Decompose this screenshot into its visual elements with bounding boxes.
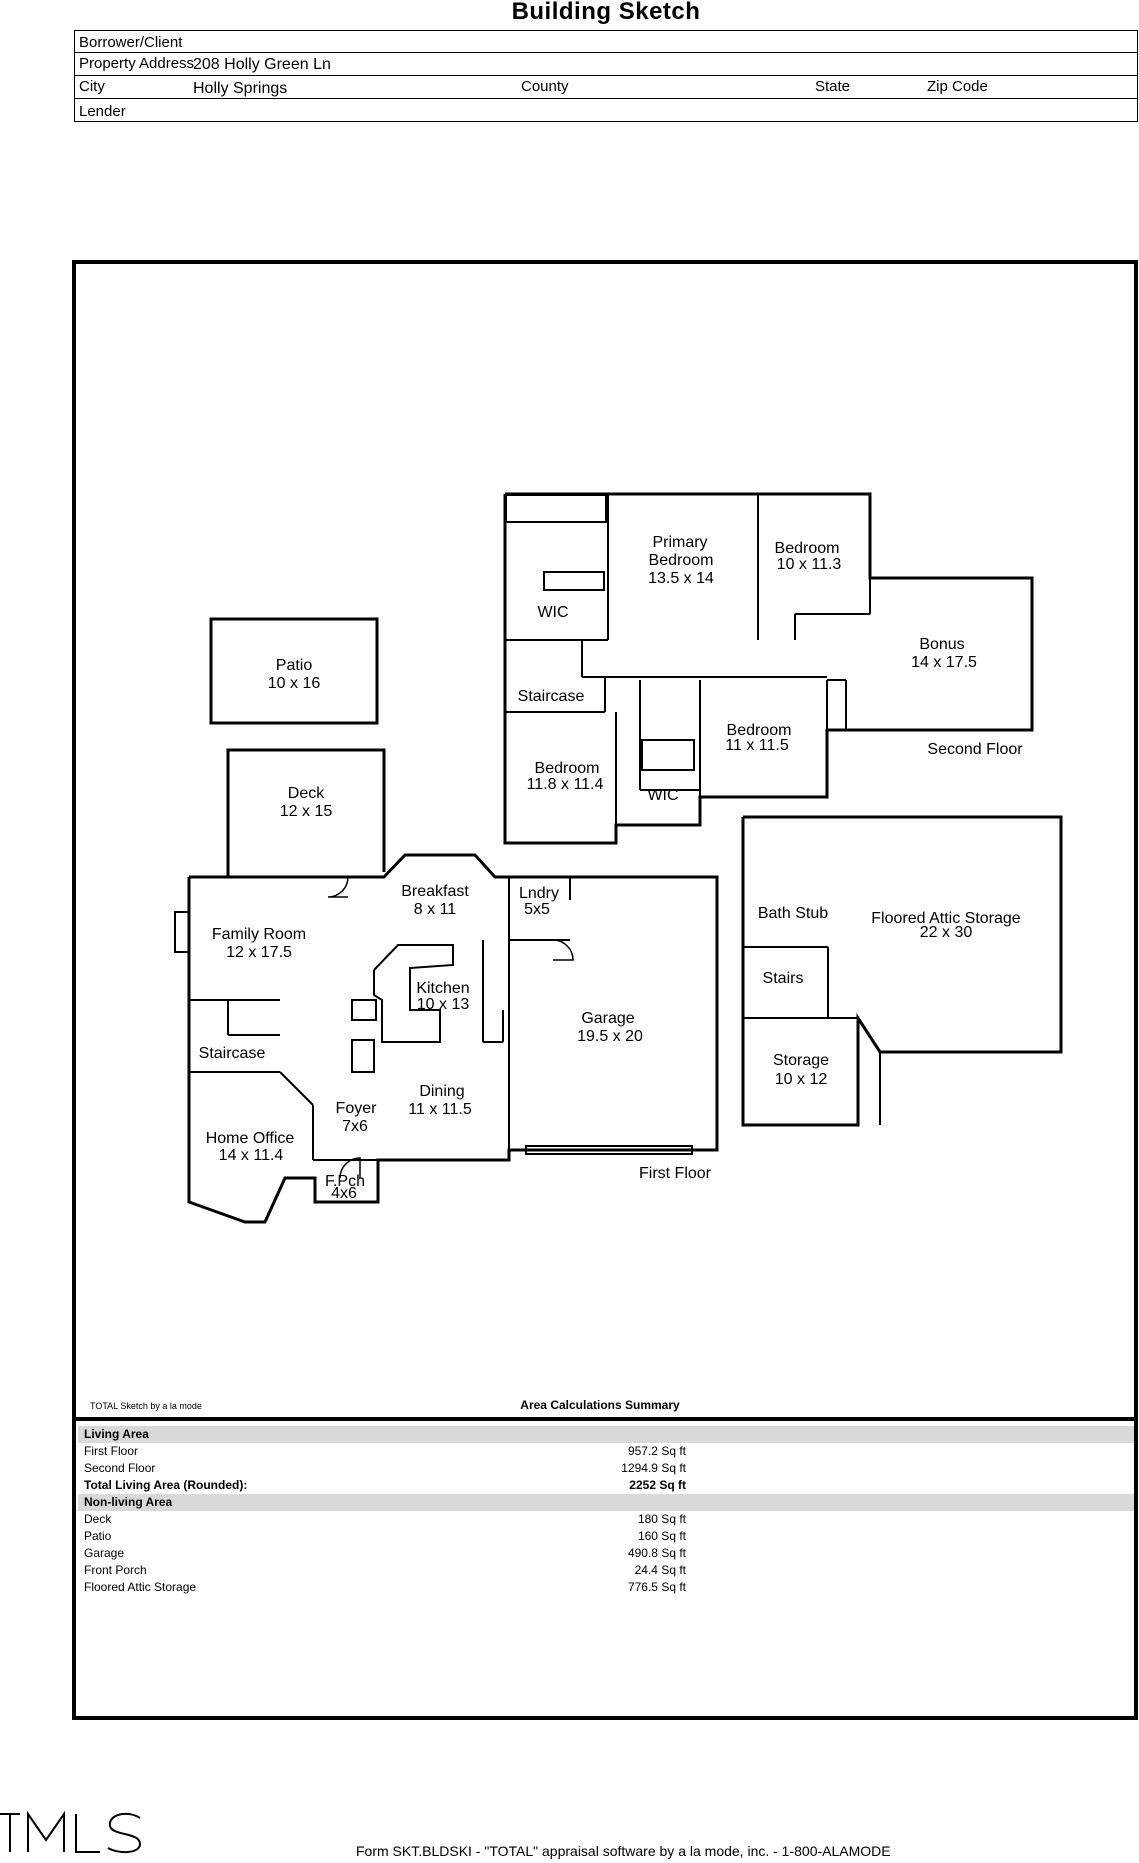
borrower-row: Borrower/Client: [75, 31, 1137, 53]
garage-door: [525, 1145, 693, 1155]
county-label: County: [521, 78, 569, 95]
summary-row: Second Floor 1294.9 Sq ft: [84, 1461, 686, 1475]
laundry-dims: 5x5: [524, 901, 550, 918]
page-title: Building Sketch: [511, 0, 701, 25]
summary-divider: [76, 1417, 1136, 1421]
bath-stub-label: Bath Stub: [758, 905, 828, 922]
home-office-dims: 14 x 11.4: [219, 1147, 284, 1164]
breakfast-dims: 8 x 11: [414, 901, 457, 918]
laundry-label: Lndry: [519, 885, 559, 902]
attic-label: Floored Attic Storage: [871, 910, 1021, 927]
summary-row: Front Porch 24.4 Sq ft: [84, 1563, 686, 1577]
dining-label: Dining: [419, 1083, 464, 1100]
bedroom-2-dims: 10 x 11.3: [777, 556, 842, 573]
sketch-credit: TOTAL Sketch by a la mode: [90, 1401, 202, 1411]
kitchen-counter: [373, 944, 454, 1043]
staircase-second-label: Staircase: [518, 688, 585, 705]
city-value: Holly Springs: [193, 80, 288, 97]
deck-outline: [226, 748, 386, 877]
breakfast-label: Breakfast: [401, 883, 469, 900]
attic-outline: [741, 815, 1063, 1127]
foyer-dims: 7x6: [342, 1118, 368, 1135]
dining-dims: 11 x 11.5: [408, 1101, 472, 1118]
kitchen-label: Kitchen: [416, 980, 469, 997]
stairs-label: Stairs: [763, 970, 804, 987]
city-label: City: [79, 78, 105, 95]
deck-label: Deck: [288, 785, 325, 802]
property-header-table: Borrower/Client Property Address 208 Hol…: [74, 30, 1138, 122]
attic-dims: 22 x 30: [920, 924, 973, 941]
total-living-row: Total Living Area (Rounded): 2252 Sq ft: [84, 1478, 686, 1492]
deck-dims: 12 x 15: [280, 803, 333, 820]
front-porch-label: F.Pch: [325, 1173, 365, 1190]
patio-dims: 10 x 16: [268, 675, 321, 692]
footer: Form SKT.BLDSKI - "TOTAL" appraisal soft…: [356, 1843, 891, 1859]
storage-label: Storage: [773, 1052, 829, 1069]
bedroom-3-label: Bedroom: [727, 722, 792, 739]
garage-label: Garage: [581, 1010, 634, 1027]
wic-1-label: WIC: [537, 604, 568, 621]
summary-row: Garage 490.8 Sq ft: [84, 1546, 686, 1560]
bedroom-3-dims: 11 x 11.5: [725, 737, 789, 754]
summary-row: Deck 180 Sq ft: [84, 1512, 686, 1526]
city-row: City Holly Springs County State Zip Code: [75, 76, 1137, 99]
home-office-label: Home Office: [206, 1130, 295, 1147]
bedroom-4-dims: 11.8 x 11.4: [527, 776, 604, 793]
summary-row: First Floor 957.2 Sq ft: [84, 1444, 686, 1458]
patio-label: Patio: [276, 657, 313, 674]
summary-row: Floored Attic Storage 776.5 Sq ft: [84, 1580, 686, 1594]
lender-row: Lender: [75, 99, 1137, 121]
storage-dims: 10 x 12: [775, 1071, 828, 1088]
bedroom-4-label: Bedroom: [535, 760, 600, 777]
living-area-header: Living Area: [78, 1426, 1134, 1443]
address-row: Property Address 208 Holly Green Ln: [75, 53, 1137, 76]
patio-outline: [209, 617, 379, 725]
front-porch-dims: 4x6: [331, 1185, 357, 1202]
tmls-logo: [0, 1810, 142, 1854]
second-floor-label: Second Floor: [927, 741, 1023, 758]
foyer-label: Foyer: [336, 1100, 378, 1117]
staircase-first-label: Staircase: [199, 1045, 266, 1062]
zip-label: Zip Code: [927, 78, 988, 95]
kitchen-dims: 10 x 13: [417, 996, 470, 1013]
bedroom-2-label: Bedroom: [775, 540, 840, 557]
family-room-label: Family Room: [212, 926, 306, 943]
primary-bedroom-dims: 13.5 x 14: [648, 570, 714, 587]
primary-bedroom-label-1: Primary: [652, 534, 707, 551]
address-label: Property Address: [79, 55, 195, 72]
wic-2-label: WIC: [647, 787, 678, 804]
primary-bedroom-label-2: Bedroom: [649, 552, 714, 569]
first-floor-outline: [187, 853, 719, 1224]
summary-title: Area Calculations Summary: [520, 1398, 680, 1412]
borrower-label: Borrower/Client: [79, 34, 183, 51]
lender-label: Lender: [79, 103, 126, 120]
bonus-dims: 14 x 17.5: [911, 654, 977, 671]
sketch-frame: [72, 260, 1138, 1720]
family-room-dims: 12 x 17.5: [226, 944, 292, 961]
state-label: State: [815, 78, 851, 95]
address-value: 208 Holly Green Ln: [193, 56, 331, 73]
garage-dims: 19.5 x 20: [577, 1028, 643, 1045]
floor-plan: Patio 10 x 16 Deck 12 x 15 Breakfast 8 x…: [174, 492, 1063, 1224]
first-floor-label: First Floor: [639, 1165, 712, 1182]
summary-row: Patio 160 Sq ft: [84, 1529, 686, 1543]
nonliving-area-header: Non-living Area: [78, 1494, 1134, 1511]
bonus-label: Bonus: [919, 636, 964, 653]
